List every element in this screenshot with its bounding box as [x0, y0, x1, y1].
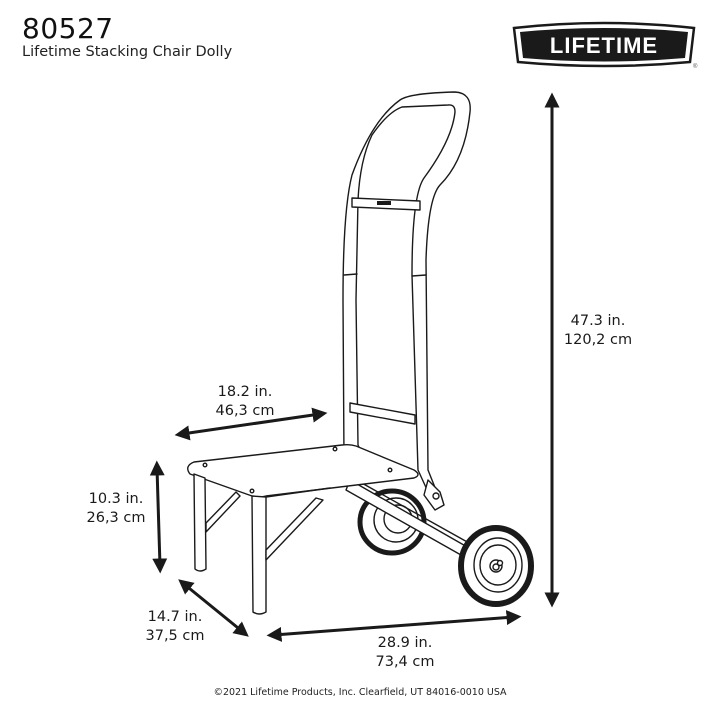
copyright-footer: ©2021 Lifetime Products, Inc. Clearfield…: [213, 687, 507, 698]
leg-front: [251, 495, 267, 615]
registered-mark: ®: [693, 63, 698, 70]
overall-length-imperial: 28.9 in.: [377, 635, 433, 651]
lower-crossbar: [349, 402, 416, 425]
platform-height-imperial: 10.3 in.: [88, 491, 144, 507]
platform-height-metric: 26,3 cm: [86, 510, 146, 526]
leg-brace-front: [265, 497, 324, 561]
overall-length-dimension-label: 28.9 in. 73,4 cm: [365, 634, 445, 672]
leg-brace-left: [205, 491, 241, 533]
platform-depth-imperial: 14.7 in.: [147, 609, 203, 625]
dimension-arrows: [149, 92, 560, 642]
platform-depth-metric: 37,5 cm: [145, 628, 205, 644]
height-metric: 120,2 cm: [563, 332, 633, 348]
model-number: 80527: [22, 12, 114, 45]
height-imperial: 47.3 in.: [570, 313, 626, 329]
platform-width-imperial: 18.2 in.: [217, 384, 273, 400]
lifetime-logo: LIFETIME ®: [512, 21, 698, 70]
platform: [187, 443, 419, 498]
dolly-illustration: [187, 91, 534, 615]
platform-height-dimension-label: 10.3 in. 26,3 cm: [76, 490, 156, 528]
front-wheel: [458, 525, 534, 607]
platform-depth-arrow: [178, 579, 249, 637]
platform-width-metric: 46,3 cm: [215, 403, 275, 419]
handle-frame: [342, 91, 471, 506]
overall-length-arrow: [266, 610, 522, 642]
platform-height-arrow: [149, 460, 168, 574]
leg-back-left: [193, 473, 207, 572]
overall-length-metric: 73,4 cm: [375, 654, 435, 670]
product-name: Lifetime Stacking Chair Dolly: [22, 44, 233, 60]
platform-width-dimension-label: 18.2 in. 46,3 cm: [205, 383, 285, 421]
logo-text: LIFETIME: [550, 33, 658, 58]
platform-width-arrow: [174, 407, 328, 441]
height-dimension-label: 47.3 in. 120,2 cm: [558, 312, 638, 350]
platform-depth-dimension-label: 14.7 in. 37,5 cm: [135, 608, 215, 646]
crossbar-logo-plate: [377, 201, 391, 205]
